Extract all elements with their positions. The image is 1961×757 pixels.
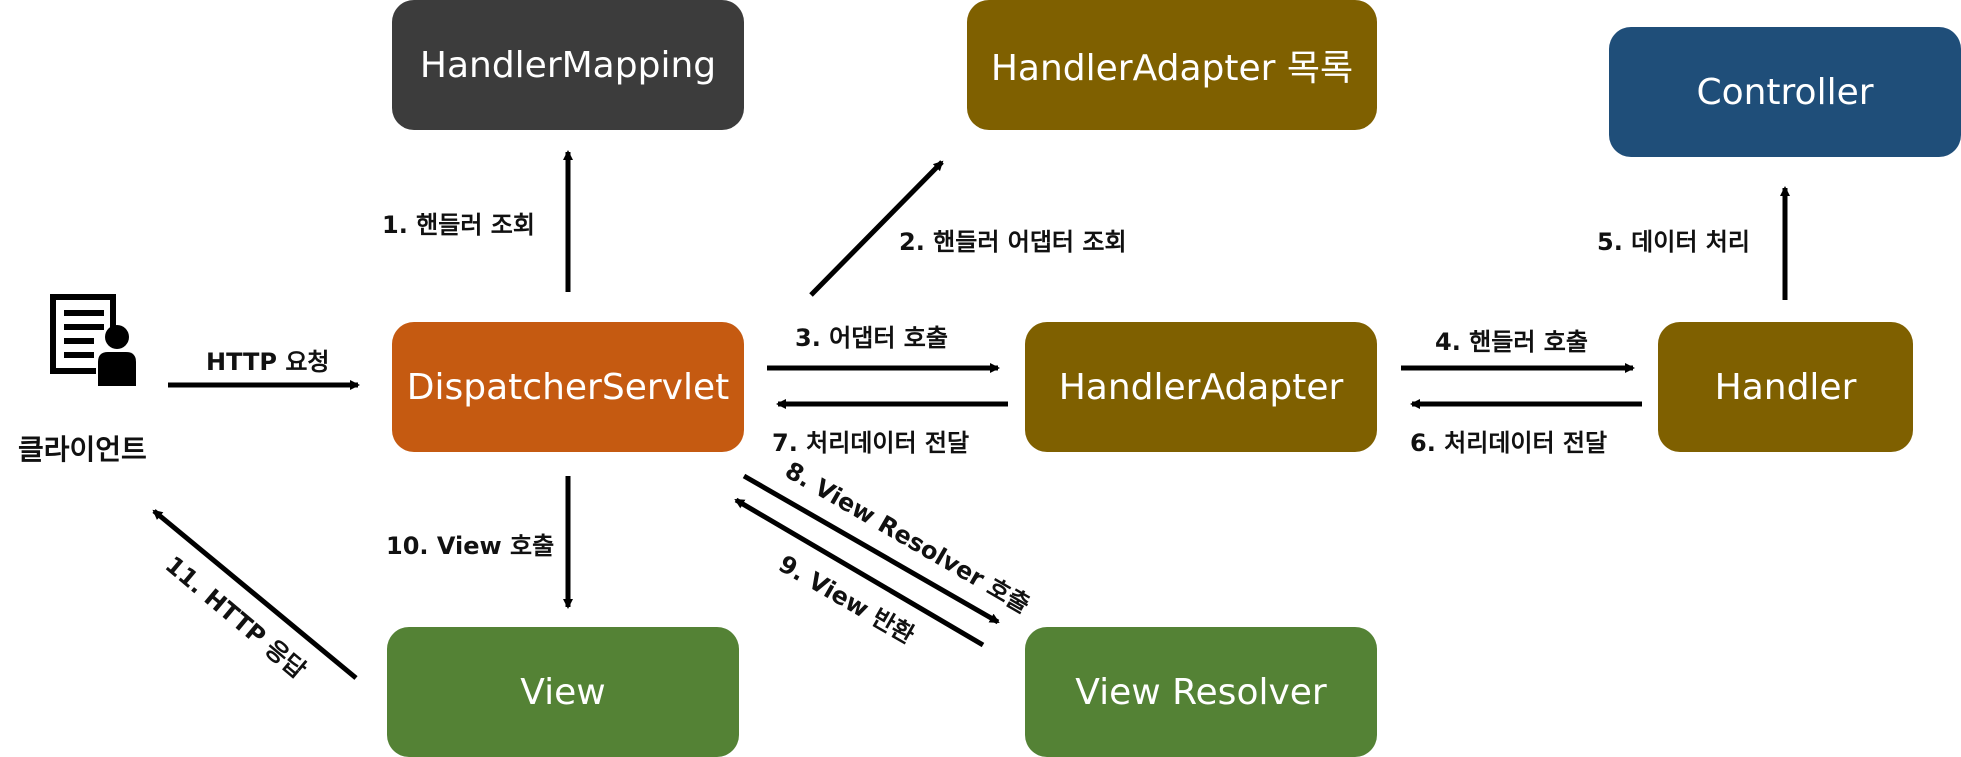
dispatcher-servlet-box: DispatcherServlet <box>392 322 744 452</box>
edge-label-step5: 5. 데이터 처리 <box>1597 228 1750 256</box>
handler-mapping-box: HandlerMapping <box>392 0 744 130</box>
view-label: View <box>520 671 606 713</box>
arrow-step2 <box>809 160 944 297</box>
client-document-user-icon <box>44 290 140 390</box>
edge-label-step10: 10. View 호출 <box>386 532 555 560</box>
edge-label-http-request: HTTP 요청 <box>206 348 330 376</box>
edge-label-step2: 2. 핸들러 어댑터 조회 <box>899 228 1127 256</box>
handler-adapter-label: HandlerAdapter <box>1058 366 1344 408</box>
arrow-step8 <box>742 473 1000 625</box>
handler-adapter-list-box: HandlerAdapter 목록 <box>967 0 1377 130</box>
view-resolver-label: View Resolver <box>1075 671 1327 713</box>
controller-box: Controller <box>1609 27 1961 157</box>
edge-label-step6: 6. 처리데이터 전달 <box>1410 429 1608 457</box>
dispatcher-servlet-label: DispatcherServlet <box>406 366 730 408</box>
edge-label-step3: 3. 어댑터 호출 <box>795 324 948 352</box>
handler-box: Handler <box>1658 322 1913 452</box>
edge-label-step1: 1. 핸들러 조회 <box>382 211 535 239</box>
handler-adapter-list-label: HandlerAdapter 목록 <box>990 48 1354 89</box>
arrow-step11 <box>152 509 358 680</box>
handler-mapping-label: HandlerMapping <box>419 44 717 86</box>
controller-label: Controller <box>1696 71 1874 113</box>
view-resolver-box: View Resolver <box>1025 627 1377 757</box>
edge-label-step4: 4. 핸들러 호출 <box>1435 328 1588 356</box>
arrow-step9 <box>734 497 985 648</box>
client-label: 클라이언트 <box>18 433 147 466</box>
view-box: View <box>387 627 739 757</box>
handler-adapter-box: HandlerAdapter <box>1025 322 1377 452</box>
edge-label-step7: 7. 처리데이터 전달 <box>772 429 970 457</box>
handler-label: Handler <box>1714 366 1857 408</box>
